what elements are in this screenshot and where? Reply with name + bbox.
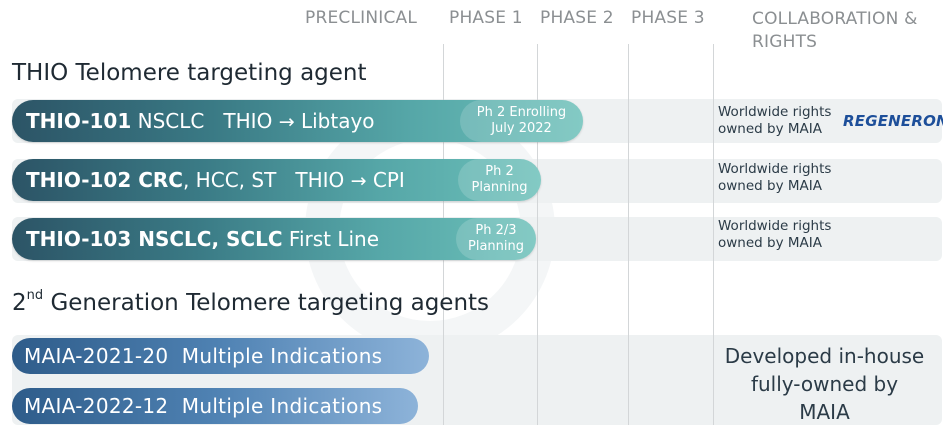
section-title-part: 2 <box>12 290 27 316</box>
header-collaboration: COLLABORATION & RIGHTS <box>752 8 918 54</box>
program-indication: First Line <box>282 227 380 251</box>
program-bar-thio-101[interactable]: THIO-101 NSCLC THIO → Libtayo Ph 2 Enrol… <box>12 100 583 142</box>
regeneron-logo: REGENERON <box>843 112 943 130</box>
arrow-right-icon: → <box>278 111 295 133</box>
status-line2: Planning <box>468 239 524 254</box>
section-title-superscript: nd <box>26 288 44 304</box>
divider-phase2-phase3 <box>628 44 629 425</box>
arrow-right-icon: → <box>350 170 367 192</box>
rights-line1: Worldwide rights <box>718 104 832 120</box>
program-label-thio-103: THIO-103 NSCLC, SCLC First Line <box>26 227 379 251</box>
rights-line2: owned by MAIA <box>718 178 822 194</box>
program-label-thio-101: THIO-101 NSCLC THIO → Libtayo <box>26 109 375 133</box>
header-phase3: PHASE 3 <box>631 8 705 28</box>
section-title-part: Generation Telomere targeting agents <box>43 290 490 316</box>
program-bar-maia-2022-12[interactable]: MAIA-2022-12 Multiple Indications <box>12 388 418 424</box>
header-phase1: PHASE 1 <box>449 8 523 28</box>
program-id: MAIA-2022-12 <box>24 394 169 418</box>
program-id: MAIA-2021-20 <box>24 344 169 368</box>
program-indication-bold: NSCLC, SCLC <box>131 227 283 251</box>
combo-drug: THIO <box>223 109 273 133</box>
rights-line2: owned by MAIA <box>718 235 822 251</box>
status-line1: Ph 2 <box>485 164 514 179</box>
rights-line2: owned by MAIA <box>718 121 822 137</box>
program-indication: NSCLC <box>131 109 205 133</box>
status-badge-thio-101: Ph 2 Enrolling July 2022 <box>460 100 583 142</box>
inhouse-line3: MAIA <box>799 400 850 424</box>
status-line2: July 2022 <box>491 121 552 136</box>
combo-partner: CPI <box>372 168 405 192</box>
program-label-maia-2021-20: MAIA-2021-20 Multiple Indications <box>24 344 382 368</box>
status-line1: Ph 2 Enrolling <box>476 105 567 120</box>
header-phase2: PHASE 2 <box>540 8 614 28</box>
status-line1: Ph 2/3 <box>475 223 517 238</box>
rights-thio-103: Worldwide rights owned by MAIA <box>718 218 831 252</box>
rights-thio-101: Worldwide rights owned by MAIA <box>718 104 831 138</box>
header-collaboration-line1: COLLABORATION & <box>752 9 918 29</box>
rights-line1: Worldwide rights <box>718 218 832 234</box>
program-label-thio-102: THIO-102 CRC, HCC, ST THIO → CPI <box>26 168 405 192</box>
section-title-next-gen: 2nd Generation Telomere targeting agents <box>12 288 490 316</box>
program-id: THIO-103 <box>26 227 132 251</box>
program-bar-thio-103[interactable]: THIO-103 NSCLC, SCLC First Line Ph 2/3 P… <box>12 218 536 260</box>
program-indication: Multiple Indications <box>181 394 383 418</box>
program-indication: Multiple Indications <box>181 344 383 368</box>
combo-partner: Libtayo <box>300 109 375 133</box>
header-collaboration-line2: RIGHTS <box>752 32 818 52</box>
status-badge-thio-102: Ph 2 Planning <box>458 159 541 201</box>
inhouse-line2: fully-owned by <box>750 372 899 396</box>
program-id: THIO-102 <box>26 168 132 192</box>
inhouse-rights: Developed in-house fully-owned by MAIA <box>712 342 937 426</box>
program-id: THIO-101 <box>26 109 132 133</box>
program-indication-bold: CRC <box>131 168 183 192</box>
divider-phase3-collaboration <box>713 44 714 425</box>
rights-line1: Worldwide rights <box>718 161 832 177</box>
program-indication: , HCC, ST <box>182 168 277 192</box>
section-title-thio: THIO Telomere targeting agent <box>12 60 367 86</box>
divider-phase1-phase2 <box>537 44 538 425</box>
program-bar-maia-2021-20[interactable]: MAIA-2021-20 Multiple Indications <box>12 338 429 374</box>
inhouse-line1: Developed in-house <box>724 344 925 368</box>
program-label-maia-2022-12: MAIA-2022-12 Multiple Indications <box>24 394 382 418</box>
status-line2: Planning <box>471 180 528 195</box>
header-preclinical: PRECLINICAL <box>305 8 418 28</box>
combo-drug: THIO <box>295 168 345 192</box>
status-badge-thio-103: Ph 2/3 Planning <box>456 218 536 260</box>
program-bar-thio-102[interactable]: THIO-102 CRC, HCC, ST THIO → CPI Ph 2 Pl… <box>12 159 541 201</box>
rights-thio-102: Worldwide rights owned by MAIA <box>718 161 831 195</box>
